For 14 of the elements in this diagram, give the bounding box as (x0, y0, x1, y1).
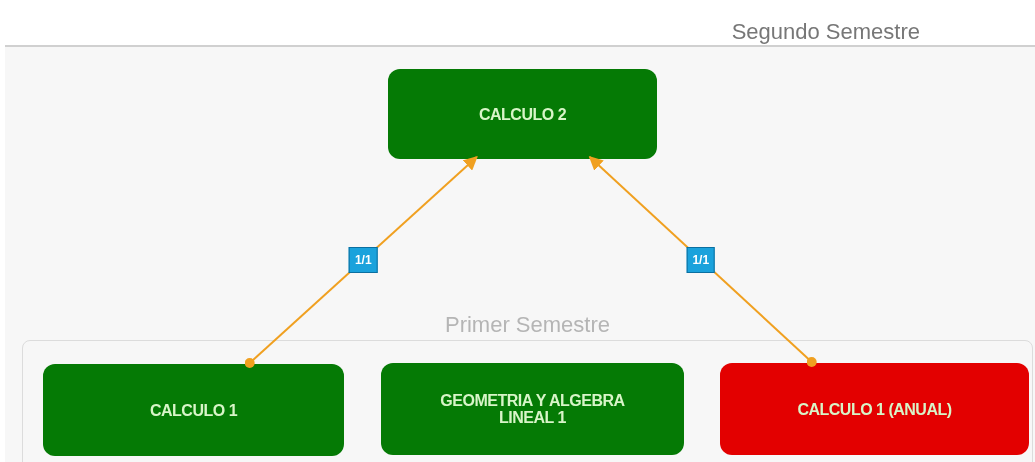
course-name: CALCULO 1 (149, 401, 238, 419)
course-box (720, 363, 1029, 455)
course-box (388, 69, 657, 159)
course-name: CALCULO 2 (478, 105, 567, 123)
course-box (381, 363, 684, 455)
course-box (43, 364, 344, 456)
edge-label: 1/1 (686, 246, 716, 273)
course-name: CALCULO 1 (ANUAL) (797, 400, 952, 418)
course-name: GEOMETRIA Y ALGEBRA LINEAL 1 (439, 392, 626, 426)
semester-heading: Segundo Semestre (731, 18, 920, 46)
edge-label: 1/1 (348, 247, 378, 273)
arrow (244, 156, 478, 368)
semester-heading: Primer Semestre (445, 311, 610, 339)
arrow (588, 156, 817, 367)
